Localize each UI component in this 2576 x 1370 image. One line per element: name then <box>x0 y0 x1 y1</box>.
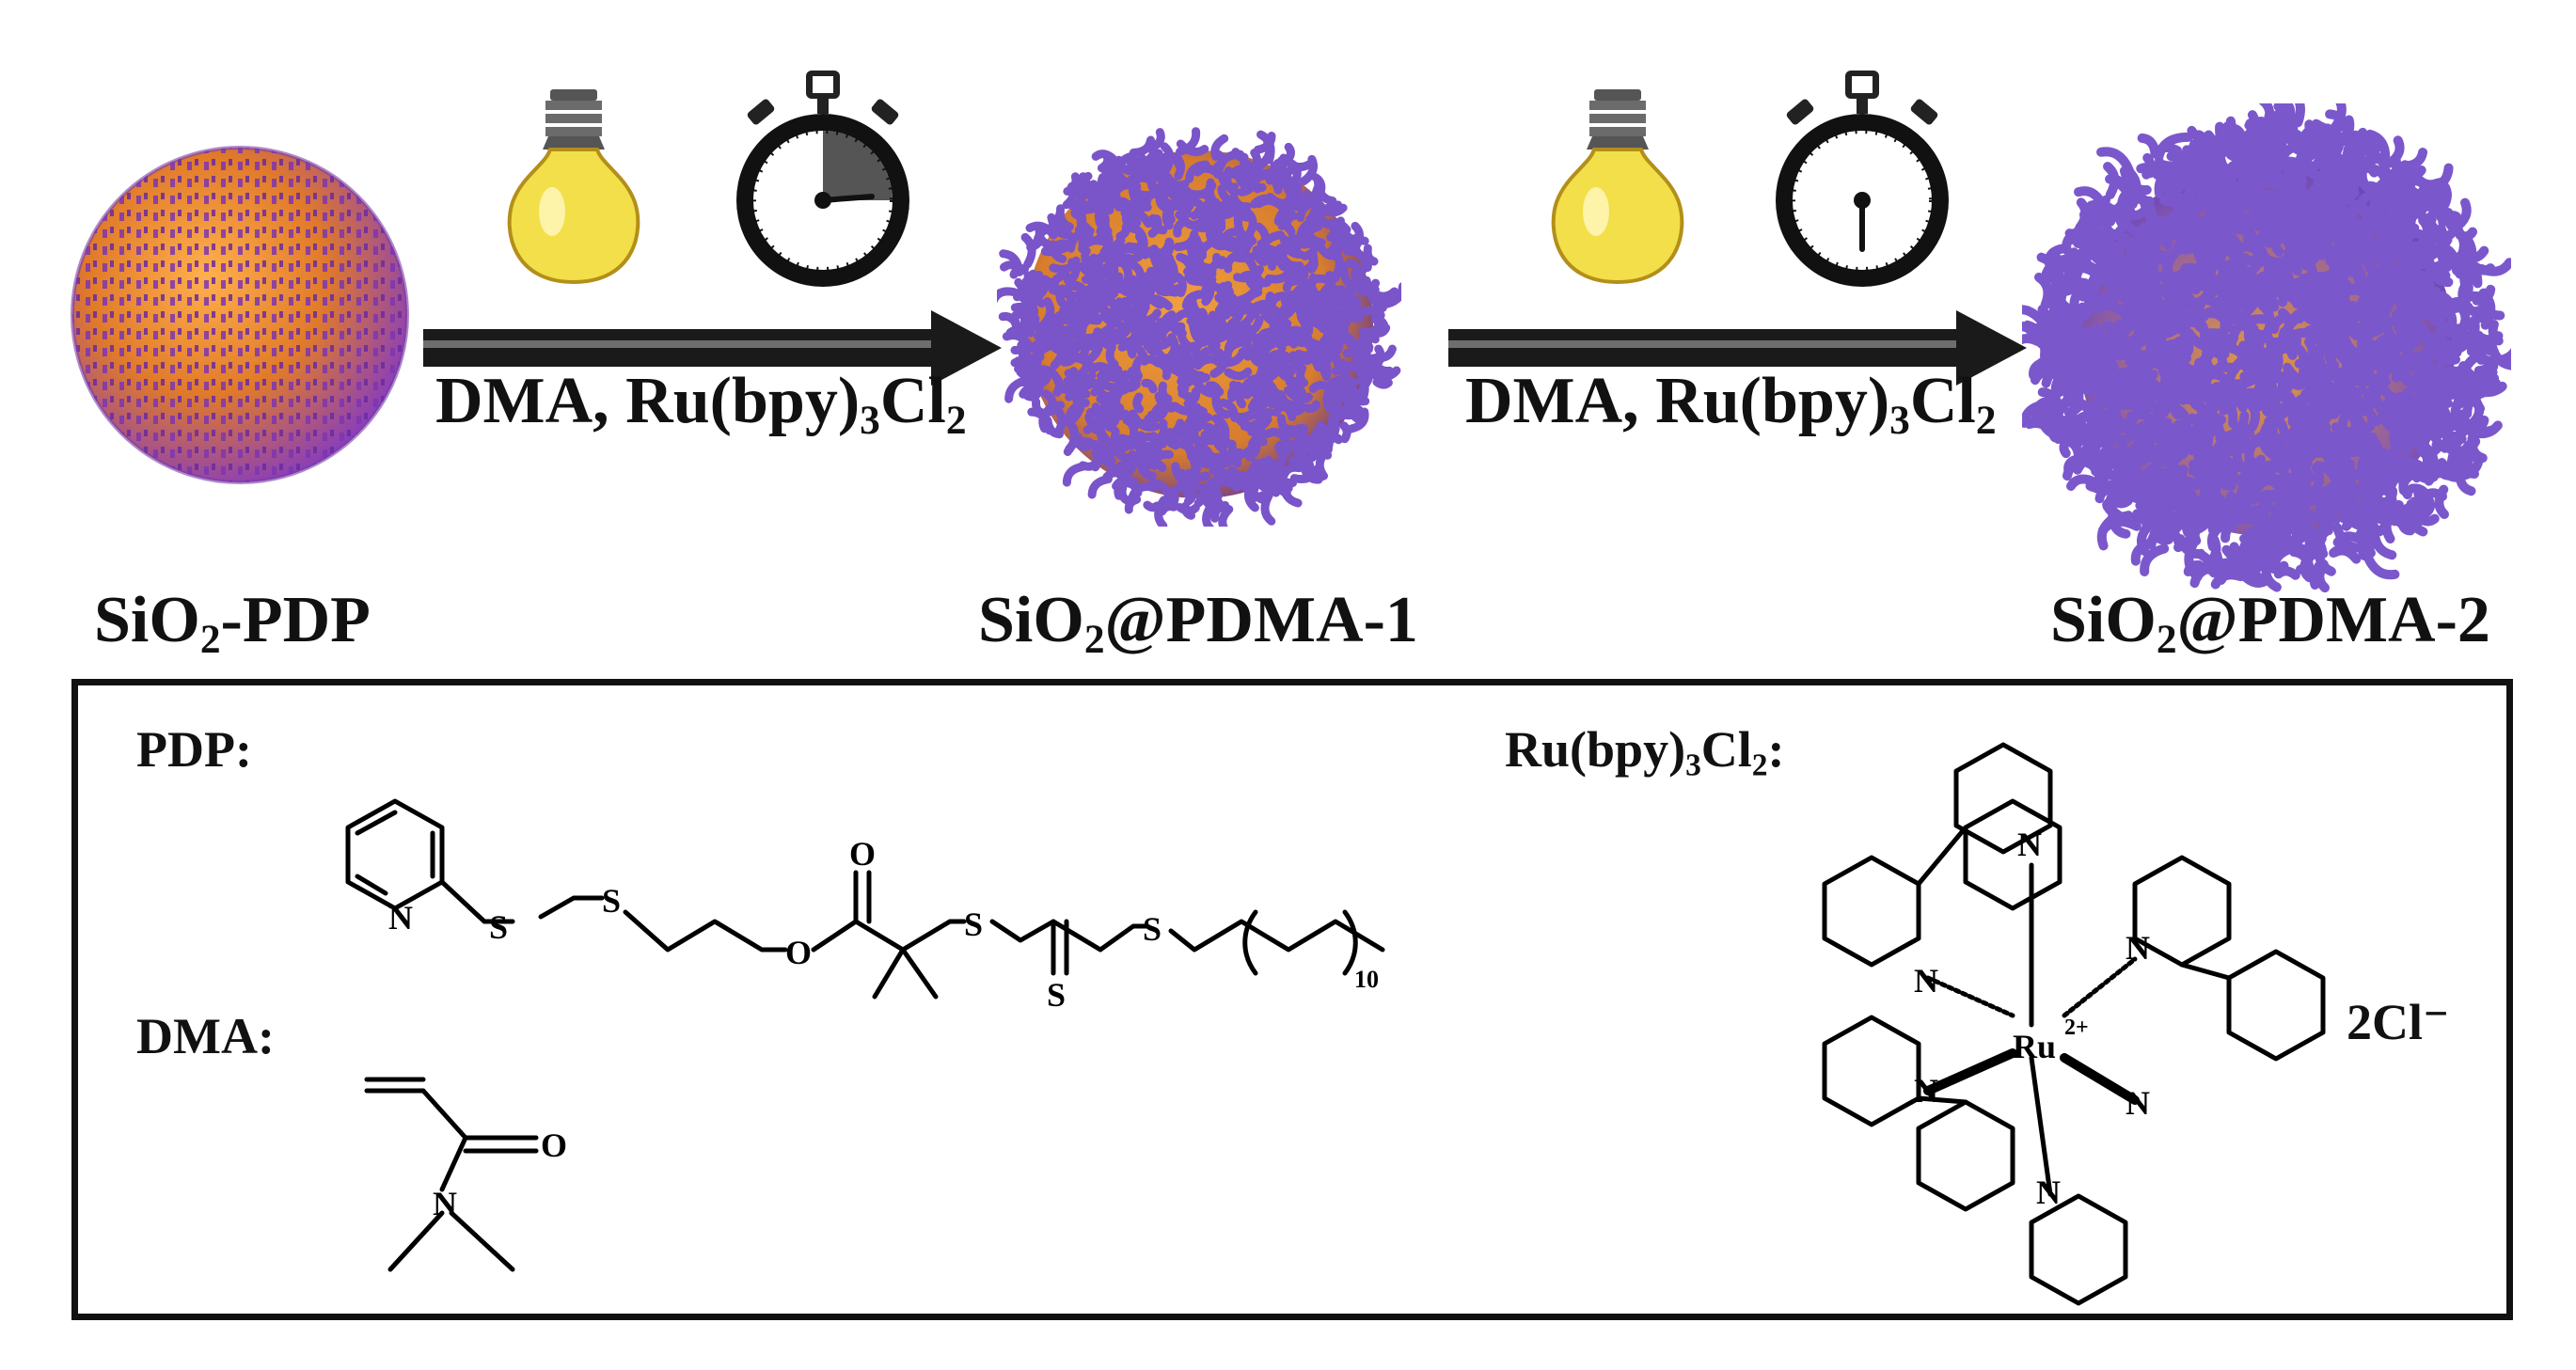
svg-text:O: O <box>785 934 812 971</box>
svg-text:N: N <box>1914 1072 1938 1110</box>
svg-text:N: N <box>1914 962 1938 1000</box>
svg-text:S: S <box>1143 910 1162 948</box>
svg-text:N: N <box>388 899 413 937</box>
svg-text:N: N <box>2126 1084 2150 1122</box>
svg-text:S: S <box>1047 976 1066 1014</box>
pdp-structure: N S S O O S S S 10 <box>345 798 1385 1014</box>
stopwatch-icon <box>736 71 909 287</box>
svg-text:S: S <box>964 905 983 943</box>
particle-label-sio2-pdma-1: SiO2@PDMA-1 <box>978 584 1418 663</box>
reaction-arrow-1 <box>423 310 1002 386</box>
ru-bpy-complex-structure: Ru 2+ N N N N N N <box>1822 742 2326 1306</box>
svg-text:Ru: Ru <box>2013 1028 2056 1065</box>
dma-label: DMA: <box>136 1008 275 1064</box>
reagent-label-step-2: DMA, Ru(bpy)3Cl2 <box>1465 365 1997 444</box>
particle-label-sio2-pdp: SiO2-PDP <box>94 584 371 663</box>
svg-text:S: S <box>489 908 508 946</box>
svg-text:N: N <box>433 1185 457 1222</box>
svg-text:2+: 2+ <box>2064 1016 2089 1040</box>
particle-label-sio2-pdma-2: SiO2@PDMA-2 <box>2050 584 2490 663</box>
pdp-label: PDP: <box>136 721 252 778</box>
lightbulb-icon <box>1551 89 1684 285</box>
lightbulb-icon <box>507 89 640 285</box>
svg-text:N: N <box>2017 826 2042 863</box>
svg-text:N: N <box>2036 1173 2061 1211</box>
sio2-pdp-particle <box>71 146 409 484</box>
svg-text:10: 10 <box>1354 966 1379 993</box>
svg-text:O: O <box>541 1126 567 1164</box>
chloride-counterion-label: 2Cl⁻ <box>2347 994 2450 1050</box>
stopwatch-icon <box>1776 71 1949 287</box>
sio2-pdma-1-particle <box>997 127 1401 527</box>
ru-bpy-label: Ru(bpy)3Cl2: <box>1505 721 1785 783</box>
reaction-arrow-2 <box>1448 310 2027 386</box>
reagent-label-step-1: DMA, Ru(bpy)3Cl2 <box>435 365 967 444</box>
structures-legend-box <box>71 679 2513 1320</box>
sio2-pdma-2-particle <box>2022 103 2511 592</box>
svg-text:N: N <box>2126 929 2150 967</box>
svg-text:O: O <box>849 835 876 873</box>
svg-text:S: S <box>602 882 621 920</box>
dma-structure: O N <box>364 1077 567 1272</box>
